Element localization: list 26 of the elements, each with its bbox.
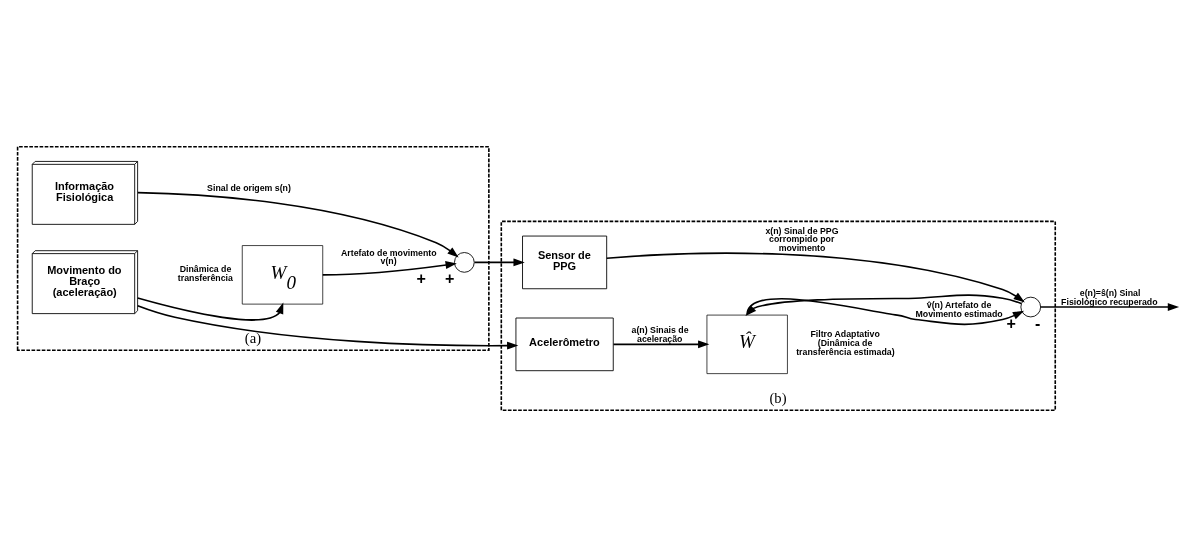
node-circle (454, 251, 475, 273)
edge-label: a(n) Sinais de aceleração (631, 324, 689, 344)
node-label: - (1035, 313, 1041, 332)
arrow (473, 257, 525, 266)
node-label: Dinâmica de transferência (177, 263, 233, 283)
node-label: + (1006, 313, 1016, 332)
node-label: Filtro Adaptativo (Dinâmica de transferência estimada) (796, 328, 895, 357)
arrow (321, 260, 457, 276)
node-label: + (444, 268, 455, 287)
edge-label: Sinal de origem s(n) (207, 182, 291, 193)
arrow (137, 191, 459, 257)
arrow (745, 293, 1023, 316)
arrow (1039, 302, 1180, 311)
arrow (136, 296, 284, 321)
edge-label: Artefato de movimento v(n) (341, 247, 437, 266)
arrow (136, 304, 519, 350)
arrow (612, 339, 710, 348)
node-label: + (416, 268, 426, 287)
arrow (746, 297, 1025, 325)
node-box: Sensor de PPG (522, 235, 608, 289)
node-box: Acelerômetro (515, 317, 614, 371)
edge-label: v̂(n) Artefato de Movimento estimado (915, 299, 1003, 319)
node-circle (1020, 296, 1042, 317)
edge-label: e(n)=ŝ(n) Sinal Fisiológico recuperado (1061, 287, 1158, 307)
arrow (605, 252, 1025, 302)
edge-label: x(n) Sinal de PPG corrompido por movimento (765, 225, 839, 253)
